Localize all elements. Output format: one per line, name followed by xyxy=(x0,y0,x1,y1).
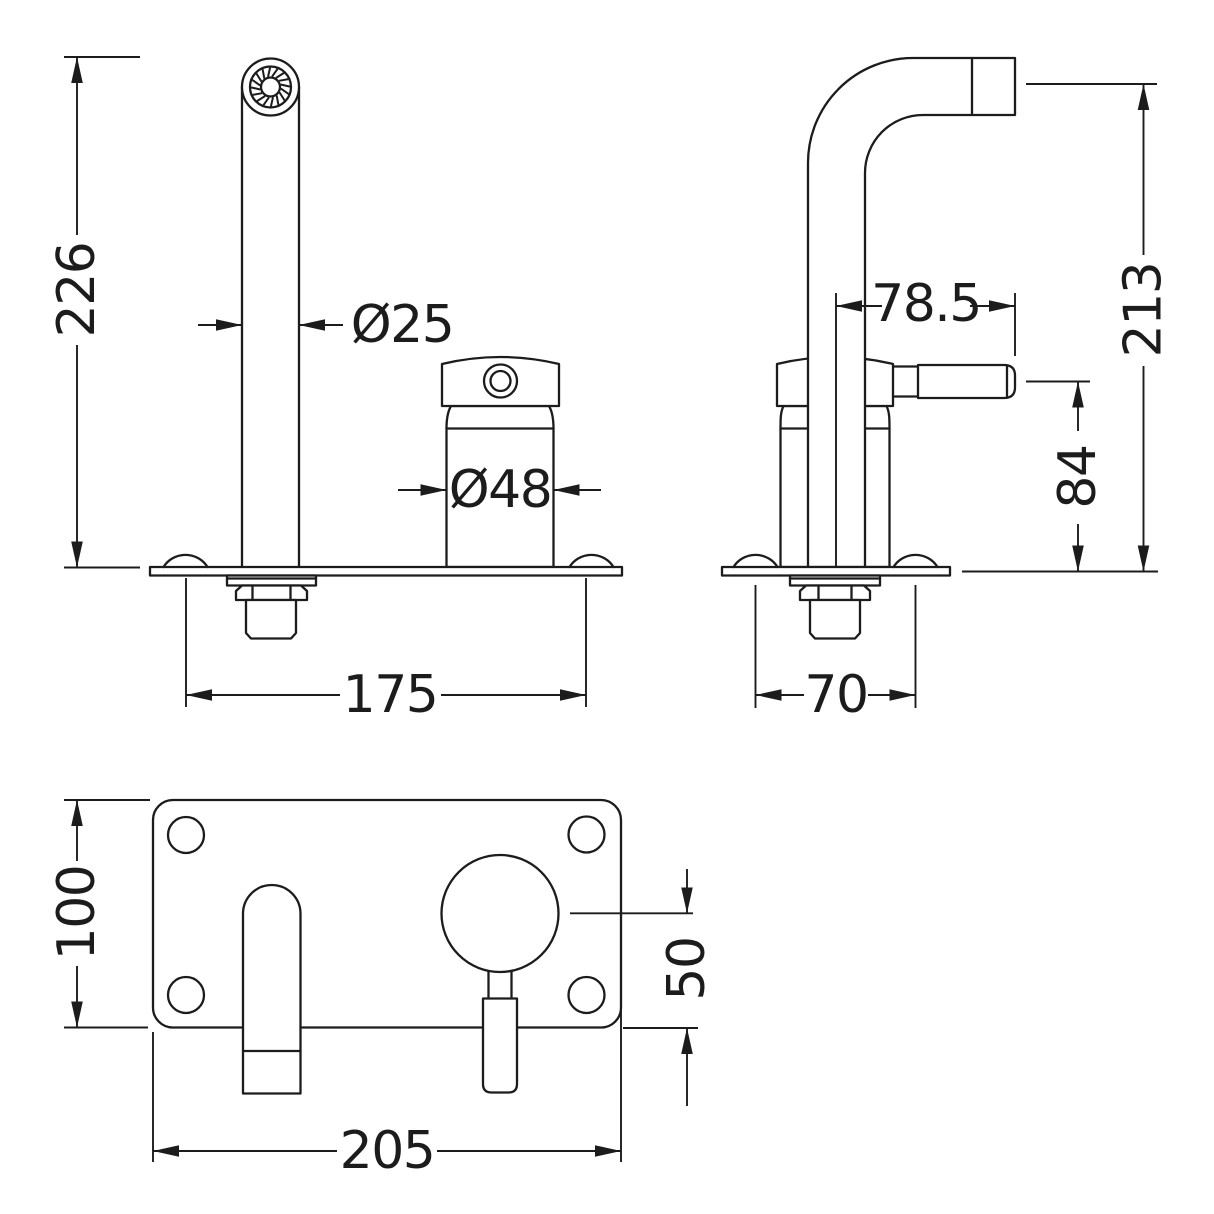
dim-side-lever-height: 84 xyxy=(1048,445,1108,508)
plan-fixing-holes xyxy=(166,815,606,1015)
side-fixing-domes xyxy=(732,553,939,569)
plan-handle xyxy=(440,853,560,1094)
front-dimensions: 226 Ø25 Ø48 175 xyxy=(47,56,601,725)
front-underdeck-fitting xyxy=(225,574,318,640)
dim-front-fixing-centres: 175 xyxy=(343,665,438,725)
dim-front-height: 226 xyxy=(47,243,107,338)
side-spout-outline xyxy=(806,56,1017,569)
plan-dimensions: 100 205 50 xyxy=(47,799,717,1181)
aerator-icon xyxy=(240,57,301,117)
dim-front-valve-diameter: Ø48 xyxy=(449,460,552,520)
dim-side-lever-reach: 78.5 xyxy=(871,274,981,334)
side-dimensions: 78.5 213 84 70 xyxy=(754,83,1174,725)
dim-side-fixing-centres: 70 xyxy=(804,665,867,725)
dim-side-outlet-height: 213 xyxy=(1114,263,1174,358)
side-lever-handle xyxy=(891,363,1017,400)
aerator-spokes xyxy=(250,67,291,107)
front-valve-body xyxy=(440,355,561,569)
dim-plan-lever-offset: 50 xyxy=(657,937,717,1000)
plan-spout-outline xyxy=(241,883,302,1095)
dim-plan-plate-depth: 100 xyxy=(47,866,107,961)
front-base-plate xyxy=(148,565,624,577)
front-view: 226 Ø25 Ø48 175 xyxy=(47,56,624,725)
dim-plan-plate-width: 205 xyxy=(340,1121,435,1181)
dim-front-spout-diameter: Ø25 xyxy=(351,295,454,355)
side-view: 78.5 213 84 70 xyxy=(720,56,1174,725)
plan-view: 100 205 50 xyxy=(47,798,717,1181)
side-base-plate xyxy=(720,565,952,577)
front-fixing-domes xyxy=(162,553,615,569)
side-underdeck-fitting xyxy=(788,574,882,640)
